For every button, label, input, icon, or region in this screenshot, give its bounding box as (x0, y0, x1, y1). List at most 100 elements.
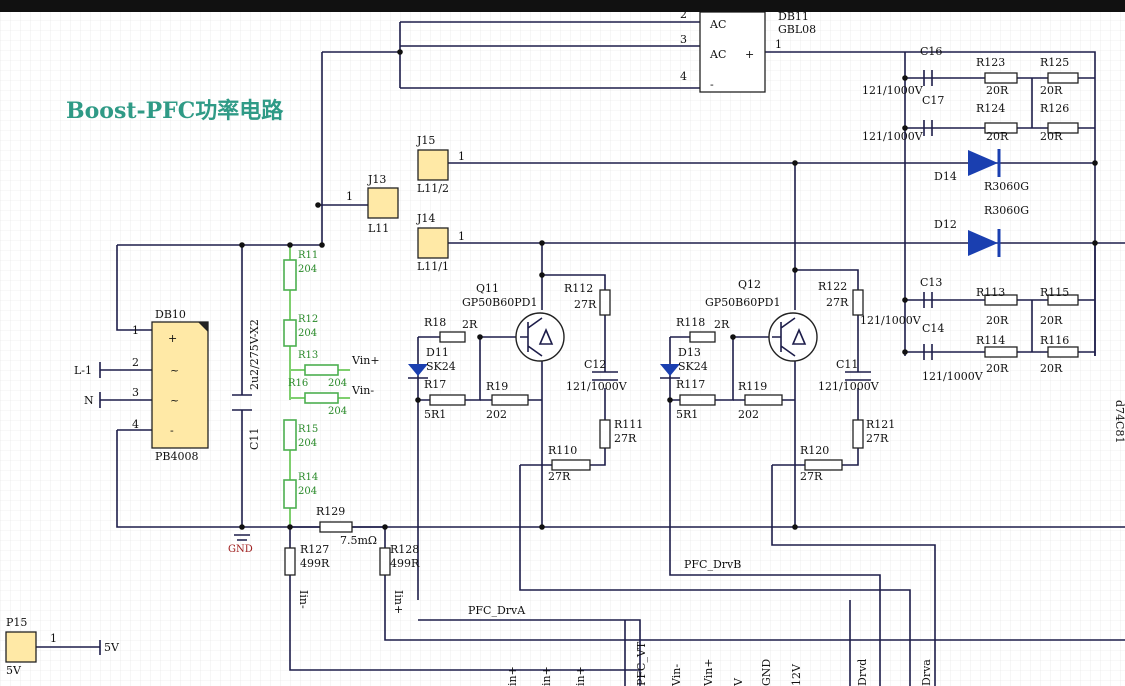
svg-text:R118: R118 (676, 316, 705, 329)
svg-text:1: 1 (458, 230, 465, 243)
svg-text:R116: R116 (1040, 334, 1069, 347)
bridge-rectifier-db11: AC AC + - 2 3 4 1 DB11 GBL08 (680, 8, 816, 93)
svg-text:C11: C11 (248, 428, 261, 450)
db11-ref: DB11 (778, 10, 809, 23)
svg-text:5R1: 5R1 (424, 408, 446, 421)
net-iin-plus: Iin+ (392, 590, 405, 614)
svg-text:R112: R112 (564, 282, 593, 295)
svg-text:R126: R126 (1040, 102, 1069, 115)
svg-text:20R: 20R (1040, 130, 1063, 143)
svg-text:R17: R17 (424, 378, 446, 391)
svg-text:Vin+: Vin+ (702, 658, 715, 686)
db11-ac1-label: AC (709, 18, 726, 31)
svg-text:R127: R127 (300, 543, 329, 556)
svg-text:R125: R125 (1040, 56, 1069, 69)
svg-text:204: 204 (328, 378, 347, 389)
svg-text:PFC_VT: PFC_VT (635, 641, 648, 686)
svg-text:20R: 20R (986, 314, 1009, 327)
svg-text:27R: 27R (614, 432, 637, 445)
svg-text:in+: in+ (574, 666, 587, 686)
svg-text:121/1000V: 121/1000V (862, 84, 924, 97)
svg-text:202: 202 (486, 408, 507, 421)
svg-text:1: 1 (346, 190, 353, 203)
svg-text:204: 204 (298, 264, 317, 275)
svg-text:R114: R114 (976, 334, 1005, 347)
svg-text:499R: 499R (390, 557, 420, 570)
igbt-q12-stage: Q12 GP50B60PD1 R118 2R D13 SK24 R117 5R1… (660, 278, 922, 483)
svg-text:4: 4 (132, 418, 139, 431)
svg-text:in+: in+ (540, 666, 553, 686)
svg-text:2u2/275V-X2: 2u2/275V-X2 (248, 319, 261, 390)
snubber-network-bottom: C13 C14 121/1000V R113 20R R115 20R R114… (920, 276, 1079, 383)
svg-text:+: + (168, 332, 177, 345)
svg-text:L11/1: L11/1 (417, 260, 449, 273)
svg-text:20R: 20R (986, 84, 1009, 97)
svg-text:204: 204 (298, 438, 317, 449)
svg-text:J15: J15 (416, 134, 435, 147)
connector-p15: P15 5V 1 5V (5, 616, 120, 677)
svg-text:R3060G: R3060G (984, 204, 1029, 217)
svg-text:R18: R18 (424, 316, 446, 329)
svg-text:12V: 12V (790, 663, 803, 686)
svg-text:L11/2: L11/2 (417, 182, 449, 195)
svg-text:R16: R16 (288, 378, 308, 389)
svg-text:27R: 27R (574, 298, 597, 311)
db11-pin3: 3 (680, 33, 687, 46)
svg-text:2R: 2R (462, 318, 478, 331)
svg-text:121/1000V: 121/1000V (860, 314, 922, 327)
schematic-title: Boost-PFC功率电路 (66, 98, 284, 124)
svg-text:Drvd: Drvd (856, 659, 869, 686)
net-vin-plus: Vin+ (351, 354, 380, 367)
svg-text:GND: GND (228, 544, 253, 555)
net-l1: L-1 (74, 364, 92, 377)
svg-text:27R: 27R (866, 432, 889, 445)
svg-text:-: - (170, 424, 174, 437)
sense-resistors: R11 204 R12 204 R13 204 R16 204 R15 204 … (283, 250, 380, 509)
svg-text:27R: 27R (800, 470, 823, 483)
svg-text:204: 204 (298, 328, 317, 339)
svg-text:C16: C16 (920, 45, 942, 58)
svg-text:R111: R111 (614, 418, 643, 431)
net-right-edge: d74C81 (1113, 400, 1125, 443)
svg-text:Drva: Drva (920, 659, 933, 686)
svg-text:1: 1 (50, 632, 57, 645)
jumper-j13: J13 L11 1 (346, 173, 399, 235)
svg-text:GP50B60PD1: GP50B60PD1 (462, 296, 538, 309)
svg-text:27R: 27R (826, 296, 849, 309)
svg-text:R13: R13 (298, 350, 318, 361)
db11-pin4: 4 (680, 70, 687, 83)
igbt-q11-stage: Q11 GP50B60PD1 R18 2R D11 SK24 R17 5R1 R… (408, 282, 643, 483)
net-n: N (84, 394, 94, 407)
svg-text:20R: 20R (1040, 84, 1063, 97)
svg-text:20R: 20R (1040, 362, 1063, 375)
svg-text:R12: R12 (298, 314, 318, 325)
svg-text:7.5mΩ: 7.5mΩ (340, 534, 377, 547)
svg-text:499R: 499R (300, 557, 330, 570)
svg-text:R115: R115 (1040, 286, 1069, 299)
current-sense-resistors: R129 7.5mΩ R127 499R R128 499R Iin- Iin+ (284, 505, 420, 614)
svg-text:SK24: SK24 (426, 360, 456, 373)
svg-text:3: 3 (132, 386, 139, 399)
db11-pin2: 2 (680, 8, 687, 21)
svg-text:C13: C13 (920, 276, 942, 289)
svg-text:20R: 20R (986, 130, 1009, 143)
svg-text:R120: R120 (800, 444, 829, 457)
svg-text:D13: D13 (678, 346, 701, 359)
svg-text:R3060G: R3060G (984, 180, 1029, 193)
svg-text:C14: C14 (922, 322, 944, 335)
svg-text:D14: D14 (934, 170, 957, 183)
capacitor-c11-x2: 2u2/275V-X2 C11 (232, 319, 261, 450)
svg-text:204: 204 (328, 406, 347, 417)
svg-text:R113: R113 (976, 286, 1005, 299)
svg-text:Q11: Q11 (476, 282, 499, 295)
bridge-rectifier-db10: DB10 PB4008 1 2 3 4 + ~ ~ - (132, 308, 209, 463)
snubber-network-top: C16 121/1000V C17 121/1000V R123 20R R12… (862, 45, 1079, 143)
jumper-j15: J15 L11/2 1 (416, 134, 465, 195)
svg-text:121/1000V: 121/1000V (922, 370, 984, 383)
svg-text:R117: R117 (676, 378, 705, 391)
db11-ac2-label: AC (709, 48, 726, 61)
net-iin-minus: Iin- (297, 590, 310, 609)
svg-text:R128: R128 (390, 543, 419, 556)
svg-text:R11: R11 (298, 250, 318, 261)
svg-text:5V: 5V (6, 664, 22, 677)
